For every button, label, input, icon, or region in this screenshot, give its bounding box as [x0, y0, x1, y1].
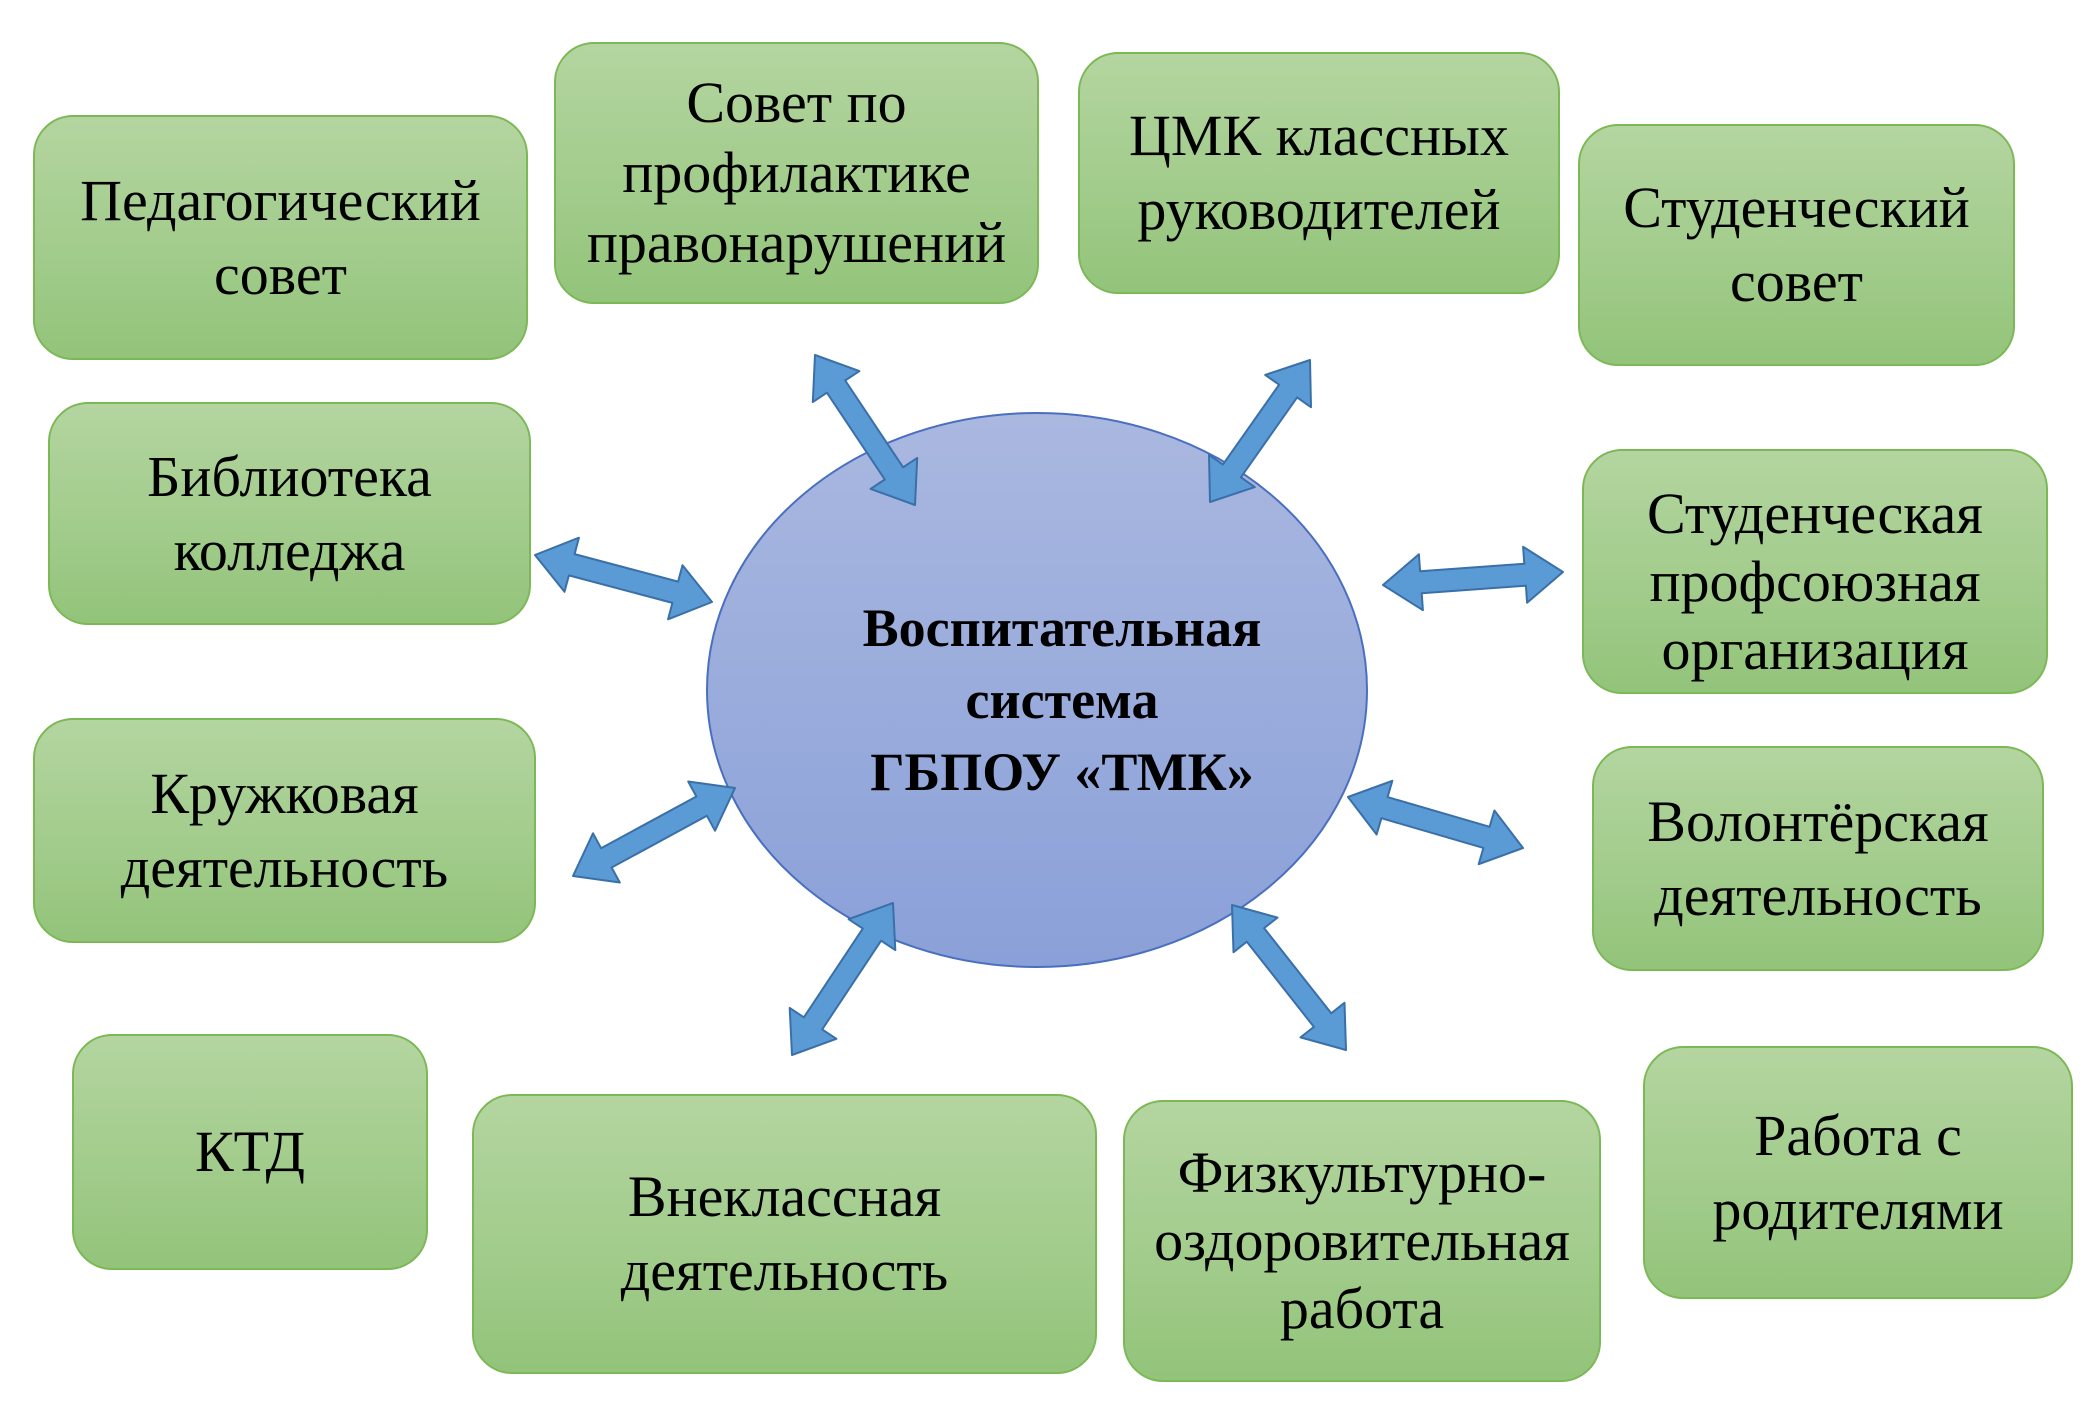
- node-offense-prevention-council: Совет по профилактике правонарушений: [554, 42, 1039, 304]
- node-line: деятельность: [620, 1238, 949, 1303]
- center-title-line-3: ГБПОУ «ТМК»: [870, 742, 1254, 802]
- arrows-group: [534, 354, 1564, 1056]
- node-line: совет: [1730, 249, 1863, 314]
- arrow-to-club-activities: [572, 780, 736, 884]
- arrow-to-offense-prevention-council: [811, 354, 919, 506]
- node-pedagogical-council: Педагогический совет: [33, 115, 528, 360]
- center-title-line-1: Воспитательная: [862, 598, 1262, 658]
- node-volunteer-activities: Волонтёрская деятельность: [1592, 746, 2044, 971]
- node-physical-health-work: Физкультурно- оздоровительная работа: [1123, 1100, 1601, 1382]
- node-line: Физкультурно-: [1177, 1140, 1547, 1205]
- node-line: деятельность: [120, 834, 449, 900]
- arrow-to-college-library: [534, 536, 713, 621]
- node-line: профилактике: [622, 140, 971, 205]
- node-line: совет: [214, 241, 347, 307]
- arrow-to-class-teachers-commission: [1208, 359, 1312, 503]
- node-line: Педагогический: [80, 167, 481, 233]
- node-line: Кружковая: [150, 760, 419, 826]
- node-line: работа: [1279, 1276, 1445, 1341]
- arrow-to-physical-health-work: [1231, 904, 1347, 1051]
- node-class-teachers-commission: ЦМК классных руководителей: [1078, 52, 1560, 294]
- node-line: профсоюзная: [1649, 548, 1981, 614]
- node-line: руководителей: [1137, 177, 1501, 242]
- node-line: Совет по: [686, 70, 907, 135]
- arrow-to-student-trade-union: [1382, 545, 1564, 612]
- node-line: Внеклассная: [627, 1164, 942, 1229]
- node-ktd: КТД: [72, 1034, 428, 1270]
- node-student-council: Студенческий совет: [1578, 124, 2015, 366]
- node-college-library: Библиотека колледжа: [48, 402, 531, 625]
- node-line: оздоровительная: [1154, 1208, 1570, 1273]
- arrow-to-extracurricular-activities: [788, 902, 897, 1056]
- node-extracurricular-activities: Внеклассная деятельность: [472, 1094, 1097, 1374]
- node-line: Студенческая: [1647, 480, 1983, 546]
- node-work-with-parents: Работа с родителями: [1643, 1046, 2073, 1299]
- node-line: КТД: [194, 1119, 306, 1184]
- node-line: организация: [1661, 616, 1969, 682]
- node-student-trade-union: Студенческая профсоюзная организация: [1582, 449, 2048, 694]
- node-line: правонарушений: [586, 210, 1007, 275]
- center-title-line-2: система: [965, 670, 1159, 730]
- node-line: Библиотека: [147, 443, 432, 509]
- node-line: ЦМК классных: [1128, 103, 1509, 168]
- node-line: Студенческий: [1623, 175, 1970, 240]
- arrow-to-volunteer-activities: [1347, 779, 1524, 866]
- node-line: деятельность: [1654, 862, 1982, 928]
- node-line: колледжа: [173, 517, 406, 583]
- node-line: родителями: [1712, 1176, 2004, 1242]
- center-title: Воспитательная система ГБПОУ «ТМК»: [762, 585, 1362, 815]
- node-line: Волонтёрская: [1647, 788, 1989, 854]
- node-club-activities: Кружковая деятельность: [33, 718, 536, 943]
- node-line: Работа с: [1754, 1102, 1962, 1168]
- center-ellipse: [706, 412, 1368, 968]
